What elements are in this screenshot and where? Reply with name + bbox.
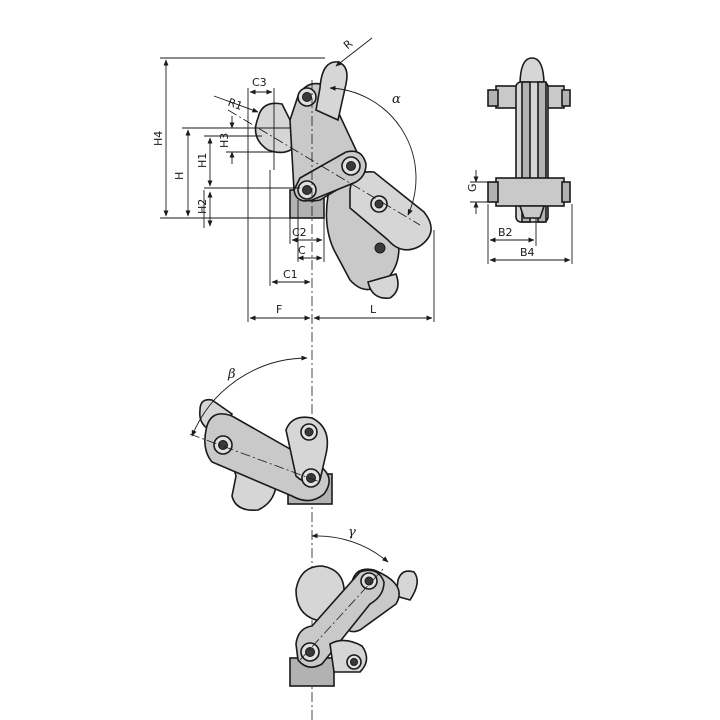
handle-grip (315, 61, 348, 122)
pin-middle-inner (346, 161, 356, 171)
alpha-label: α (392, 92, 401, 107)
vertical-dimensions: H4 H H1 H3 H2 (152, 57, 325, 228)
R1-label: R1 (226, 96, 244, 113)
H4-label: H4 (152, 131, 165, 146)
side-plate-left (521, 81, 531, 223)
radius-dimensions: R R1 (213, 37, 373, 113)
horizontal-dimensions: C2 C C1 F L (247, 150, 435, 322)
R-label: R (341, 37, 355, 52)
open-pin-top-inner (304, 427, 314, 437)
side-view-clamp (487, 57, 571, 223)
G-label: G (466, 183, 479, 192)
bottom-axis-line (299, 567, 385, 661)
bottom-view-clamp (289, 565, 418, 687)
side-nut-low-right (561, 181, 571, 203)
bottom-handle-tip (395, 570, 418, 601)
open-view-clamp (189, 398, 333, 512)
side-nut-top-right (561, 89, 571, 107)
H2-label: H2 (196, 199, 209, 214)
bottom-pin-top-inner (364, 576, 374, 586)
main-view-clamp (254, 61, 432, 299)
H-label: H (173, 172, 186, 180)
side-lower-bracket (495, 177, 565, 207)
beta-label: β (227, 367, 236, 382)
side-nut-top-left (487, 89, 499, 107)
C-label: C (298, 244, 306, 257)
alpha-angle: α (329, 85, 417, 216)
pin-top-inner (302, 92, 312, 102)
side-foot (518, 205, 546, 219)
open-pin-base-inner (306, 473, 316, 483)
gamma-label: γ (348, 525, 356, 540)
arm-hole (374, 242, 386, 254)
L-label: L (370, 303, 377, 316)
beta-angle: β (191, 355, 308, 437)
B4-label: B4 (520, 246, 535, 259)
pin-spindle-inner (374, 199, 384, 209)
gamma-angle: γ (311, 525, 389, 563)
side-view-dimensions: G B2 B4 (466, 170, 573, 264)
C3-dimension: C3 (247, 76, 275, 170)
C1-label: C1 (283, 268, 298, 281)
pin-base-inner (302, 185, 312, 195)
B2-label: B2 (498, 226, 513, 239)
side-handle-top (519, 57, 545, 87)
C2-label: C2 (292, 226, 307, 239)
arm-tip (367, 273, 399, 299)
F-label: F (276, 303, 282, 316)
side-nut-low-left (487, 181, 499, 203)
H3-label: H3 (218, 133, 231, 148)
bottom-pin-base-inner (305, 647, 315, 657)
H1-label: H1 (196, 153, 209, 168)
bottom-pin-right-inner (350, 658, 358, 666)
side-plate-right (537, 81, 547, 223)
C3-label: C3 (252, 76, 267, 89)
bottom-handle-link (295, 569, 385, 668)
open-axis-line (189, 433, 321, 483)
